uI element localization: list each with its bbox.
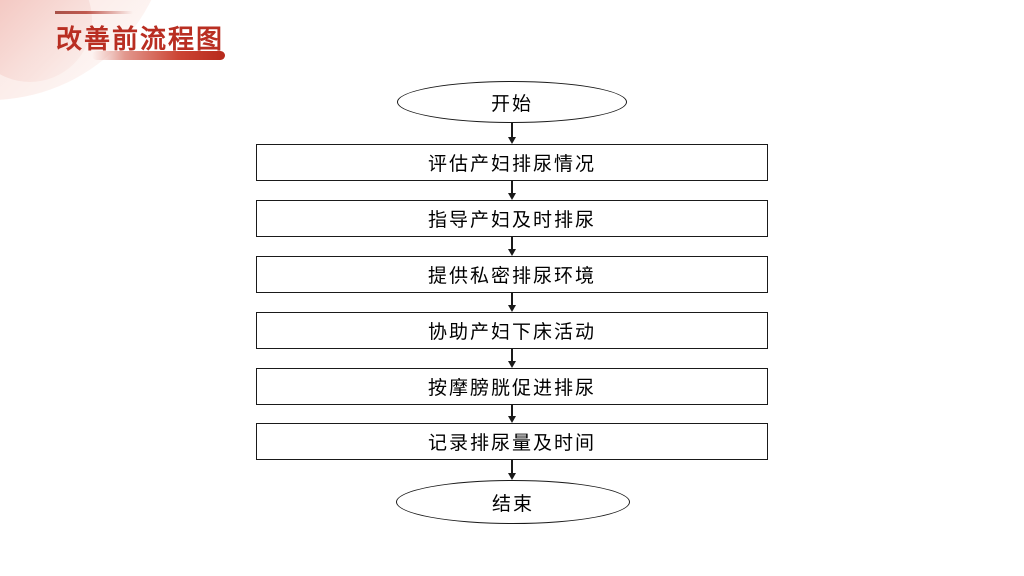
process-step-label: 评估产妇排尿情况 [427,153,596,175]
process-step-4: 协助产妇下床活动 [256,312,768,349]
flow-arrow-2 [508,181,517,200]
arrow-down-icon [508,473,516,480]
flow-arrow-7 [508,460,517,480]
arrow-down-icon [508,137,516,144]
page-title: 改善前流程图 [56,25,225,55]
process-step-label: 指导产妇及时排尿 [427,209,596,231]
arrow-down-icon [508,305,516,312]
process-step-label: 提供私密排尿环境 [427,265,596,287]
process-step-5: 按摩膀胱促进排尿 [256,368,768,405]
title-top-line [55,11,133,14]
flow-arrow-3 [508,237,517,256]
arrow-down-icon [508,249,516,256]
end-terminator-label: 结束 [491,492,534,515]
arrow-down-icon [508,361,516,368]
flow-arrow-5 [508,349,517,368]
process-step-label: 记录排尿量及时间 [427,432,596,454]
end-terminator: 结束 [396,480,630,524]
arrow-down-icon [508,416,516,423]
flow-arrow-1 [508,123,517,144]
process-step-3: 提供私密排尿环境 [256,256,768,293]
flow-arrow-6 [508,405,517,423]
process-step-2: 指导产妇及时排尿 [256,200,768,237]
start-terminator-label: 开始 [490,92,533,115]
process-step-label: 按摩膀胱促进排尿 [427,377,596,399]
flow-arrow-4 [508,293,517,312]
start-terminator: 开始 [397,81,627,123]
arrow-down-icon [508,193,516,200]
process-step-1: 评估产妇排尿情况 [256,144,768,181]
process-step-6: 记录排尿量及时间 [256,423,768,460]
process-step-label: 协助产妇下床活动 [427,321,596,343]
